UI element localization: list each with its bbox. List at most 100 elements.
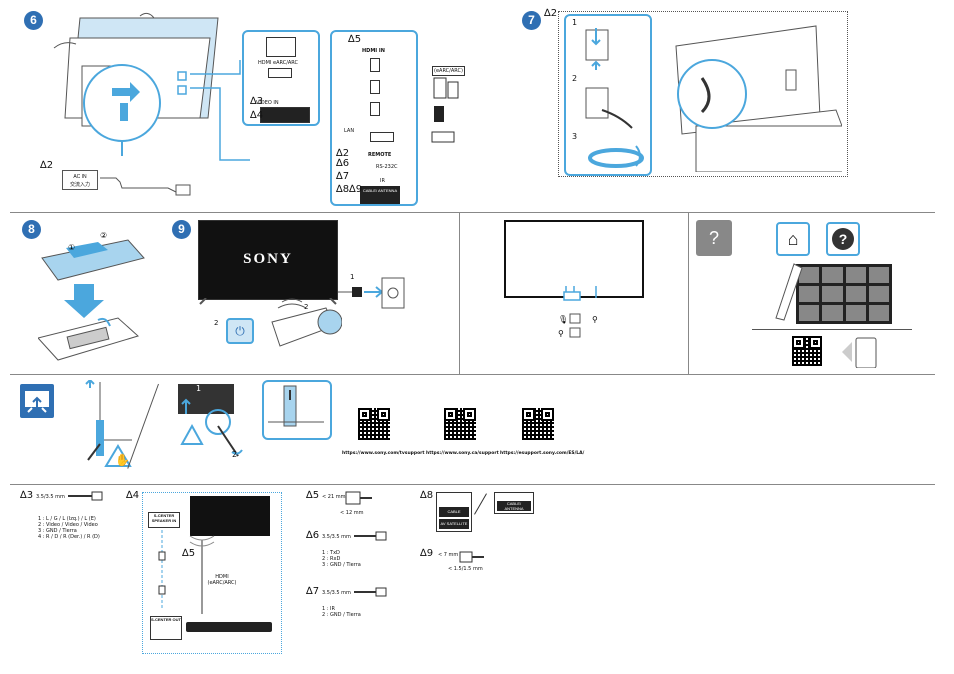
note-4-cables [158,530,215,614]
video-port-box [260,107,310,123]
lan-port [370,132,394,142]
stand-closeup [262,380,332,440]
separator-1 [10,212,935,213]
hdmi-port-2 [370,80,380,94]
smartphone-icon [842,337,877,368]
hdmi-port-1 [370,58,380,72]
note-4-in-box: S-CENTER SPEAKER IN [148,512,180,528]
note-3-star: ∆3 [20,490,34,501]
stand-num-2: 2 [232,450,238,459]
note-3-line-3: 3 : GND / Tierra [38,528,77,534]
star-6-label: ∆6 [336,158,350,169]
note-4-frame [142,492,282,654]
note-8-sat: AV SATELLITE [439,519,469,529]
cable-tie-panel: 1 2 3 [564,14,652,176]
step7-num-3: 3 [572,132,578,141]
input-panel-b: HDMI IN LAN REMOTE RS-232C IR CABLE/ ANT… [330,30,418,206]
note-5-a: < 21 mm [322,494,346,500]
plug-4pole-icon [68,491,103,501]
cable-box: CABLE/ ANTENNA [360,186,400,204]
url-sony-ca[interactable]: https://www.sony.ca/support [426,451,499,456]
connector-lines [190,60,250,161]
tv-back-tie [675,25,842,172]
note-3-line-1: 1 : L / G / L (Izq.) / L (E) [38,516,96,522]
home-icon: ⌂ [776,222,810,256]
step7-dotted-frame [558,11,848,177]
stand-step-dark [178,384,234,414]
note-3-size: 3.5/3.5 mm [36,494,65,500]
ir-label: IR [380,178,385,184]
step9-num-2a: 2 [214,319,219,327]
input-panel-a: HDMI eARC/ARC VIDEO IN [242,30,320,126]
note-6-plug [354,531,387,541]
star-2c-label: ∆2 [544,8,558,19]
tv-back-illustration [53,12,219,156]
video-in-label: VIDEO IN [256,100,279,106]
star-2b-label: ∆2 [336,148,350,159]
note-7-size: 3.5/3.5 mm [322,590,351,596]
rs232c-label: RS-232C [376,164,398,170]
svg-text:✋: ✋ [115,453,130,467]
cable-tie-illustrations [585,28,644,168]
note-3-line-4: 4 : R / D / R (Der.) / R (D) [38,534,100,540]
url-esupport[interactable]: https://esupport.sony.com/ES/LA/ [500,451,585,456]
hdmi-arc-label: (eARC/ARC) [432,66,465,76]
note-8-slash [474,493,487,515]
note-4-soundbar [186,622,272,632]
svg-text:②: ② [100,231,107,240]
note-4-star: ∆4 [126,490,140,501]
note-7-plug [354,587,387,597]
note-8-box-b: CABLE/ ANTENNA [494,492,534,514]
ac-in-jp-label: 交流入力 [69,182,90,188]
note-4-out-box: S-CENTER OUT [150,616,182,640]
note-8-cable: CABLE [439,507,469,517]
tv-app-grid [796,264,892,324]
note-8-box-a: CABLE AV SATELLITE [436,492,472,532]
qr-sony-ca [444,408,476,440]
help-divider [752,329,912,330]
hdmi-port-3 [370,102,380,116]
step7-num-2: 2 [572,74,578,83]
mic-diagram: 🎙 ⚲ ⚲ [558,286,598,338]
note-7-line-1: 1 : IR [322,606,335,612]
note-4-in-label: S-CENTER SPEAKER IN [151,513,177,523]
tv-front-sony: SONY [198,220,338,300]
remote-battery-illustration: ① ② [38,231,145,361]
qr-esupport [522,408,554,440]
earc-label: HDMI eARC/ARC [258,60,299,66]
step7-num-1: 1 [572,18,578,27]
note-6-line-3: 3 : GND / Tierra [322,562,361,568]
devices-icons [431,77,459,143]
power-plug [338,277,405,309]
ac-in-box: AC IN 交流入力 [62,170,98,190]
step9-num-1: 1 [350,273,355,281]
note-6-line-2: 2 : RxD [322,556,341,562]
separator-v2 [688,213,689,374]
remote-small [775,263,803,321]
lan-label: LAN [344,128,355,134]
port-block [268,68,292,78]
tv-stand-icon [25,391,49,413]
note-9-b: < 1.5/1.5 mm [448,566,483,572]
separator-3 [10,484,935,485]
note-5-b: < 12 mm [340,510,364,516]
power-cord [100,177,191,196]
note-9-star: ∆9 [420,548,434,559]
hdmi-in-label: HDMI IN [362,48,385,54]
note-9-a: < 7 mm [438,552,459,558]
note-4-out-label: S-CENTER OUT [151,617,181,622]
url-tvsupport[interactable]: https://www.sony.com/tvsupport [342,451,425,456]
help-icon-box: ? [696,220,732,256]
note-4-tv [190,496,270,536]
stand-removal-illustration: ✋ [85,380,132,467]
qr-tvsupport [358,408,390,440]
step-6-badge: 6 [24,11,43,30]
note-5-star: ∆5 [306,490,320,501]
star-2-label: ∆2 [40,160,54,171]
ac-in-label: AC IN [73,174,87,180]
svg-text:⚲: ⚲ [592,315,598,324]
svg-text:⚲: ⚲ [558,329,564,338]
note-7-star: ∆7 [306,586,320,597]
step-8-badge: 8 [22,220,41,239]
step9-num-2b: 2 [304,303,309,311]
